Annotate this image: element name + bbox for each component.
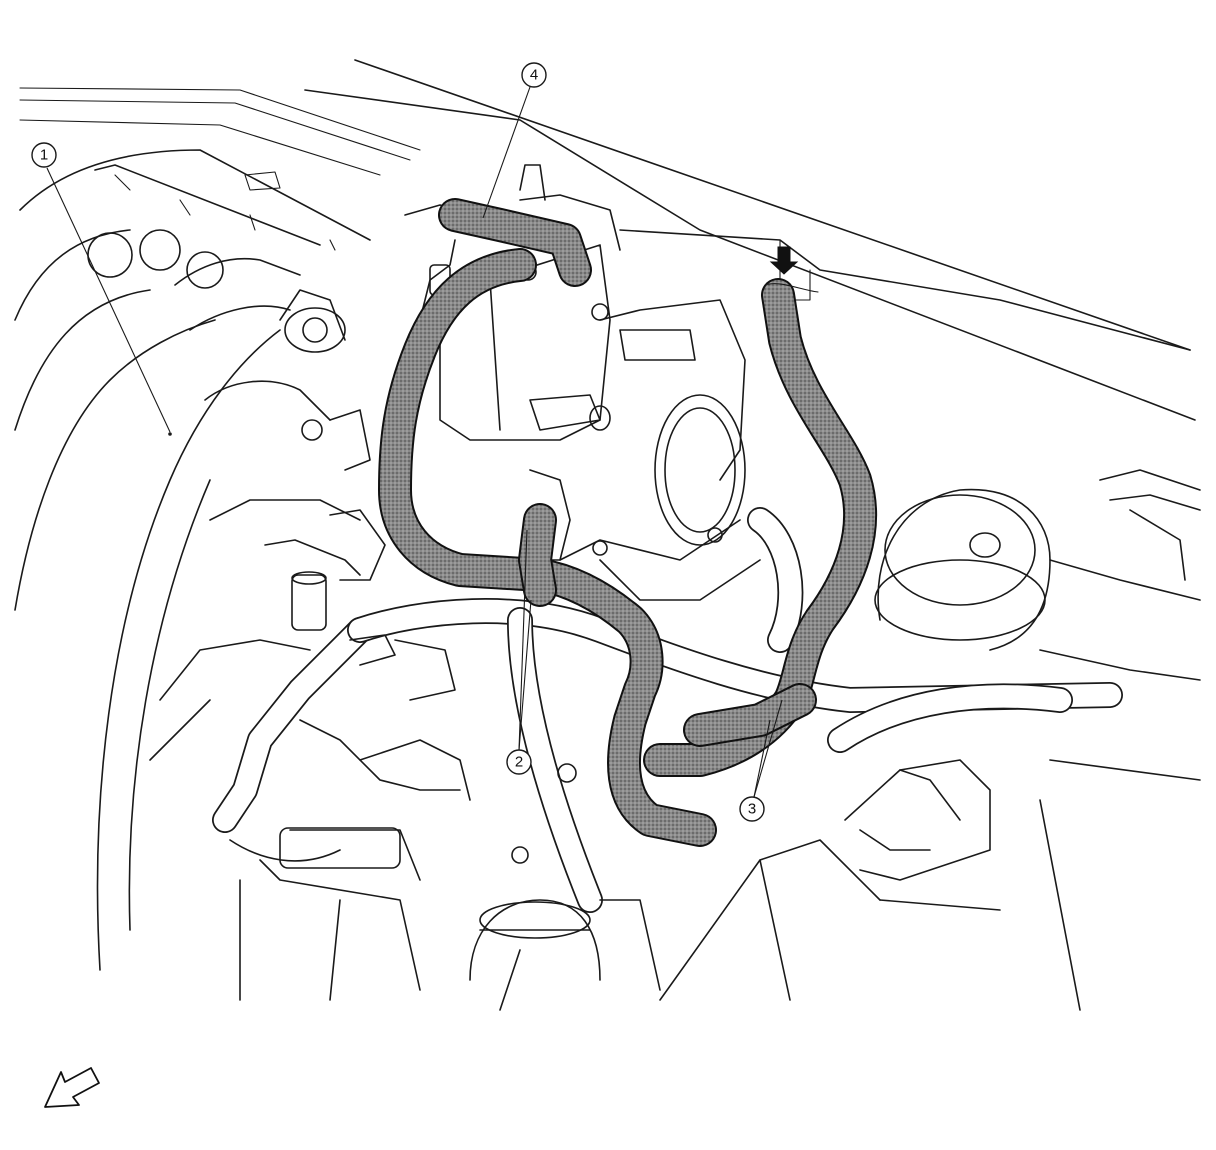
front-direction-arrow-icon xyxy=(44,1067,100,1108)
callout-1: 1 xyxy=(31,142,172,436)
reservoir-cap xyxy=(874,469,1201,781)
callout-3: 3 xyxy=(739,699,783,822)
electrical-connector xyxy=(499,759,1081,1011)
down-arrow-icon xyxy=(769,246,799,275)
callout-2-label: 2 xyxy=(515,754,523,771)
callout-3-label: 3 xyxy=(748,801,756,818)
callout-4: 4 xyxy=(482,62,547,219)
highlighted-hoses xyxy=(378,198,878,847)
callout-4-label: 4 xyxy=(530,67,538,84)
callout-2: 2 xyxy=(506,529,532,775)
hood-outline xyxy=(19,59,1196,421)
intake-duct xyxy=(14,149,371,971)
engine-block xyxy=(149,204,491,761)
callout-1-label: 1 xyxy=(40,147,48,164)
